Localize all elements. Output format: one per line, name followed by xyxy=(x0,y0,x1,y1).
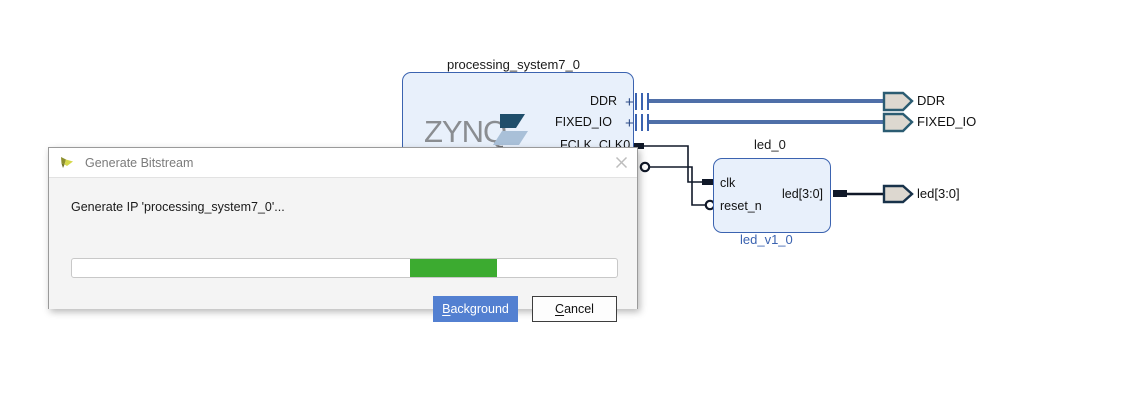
bus-expander-ddr-icon[interactable]: + xyxy=(625,94,634,111)
bus-marker-fixed-io xyxy=(635,114,649,131)
block-led-0[interactable] xyxy=(713,158,831,233)
cancel-button-label: ancel xyxy=(564,302,594,316)
external-port-ddr-shape xyxy=(882,91,914,112)
pin-label-fixed-io: FIXED_IO xyxy=(555,115,612,129)
bus-expander-fixed-io-icon[interactable]: + xyxy=(625,115,634,132)
background-button-label: ackground xyxy=(450,302,509,316)
wire-led-out xyxy=(833,190,884,197)
pin-label-led-out: led[3:0] xyxy=(782,187,824,201)
progress-bar xyxy=(71,258,618,278)
dialog-title: Generate Bitstream xyxy=(85,155,194,170)
bus-marker-ddr xyxy=(635,93,649,110)
background-button-mnemonic: B xyxy=(442,302,451,316)
block-title-led-0: led_0 xyxy=(754,137,786,152)
wire-fclk-clk0-to-clk xyxy=(632,143,714,185)
pin-label-clk: clk xyxy=(720,176,736,190)
close-icon[interactable] xyxy=(611,152,631,172)
pin-label-ddr: DDR xyxy=(590,94,618,108)
block-sublabel-led-v1-0: led_v1_0 xyxy=(740,232,793,247)
block-title-processing-system7-0: processing_system7_0 xyxy=(447,57,580,72)
zynq-logo-icon: ZYNQ xyxy=(424,112,542,156)
zynq-logo-text: ZYNQ xyxy=(424,114,507,149)
wire-reset-n xyxy=(639,161,716,211)
progress-bar-chunk xyxy=(409,259,498,277)
progress-message: Generate IP 'processing_system7_0'... xyxy=(71,200,285,214)
vivado-logo-icon xyxy=(61,156,73,168)
external-port-label-fixed-io[interactable]: FIXED_IO xyxy=(917,114,977,129)
external-port-label-led[interactable]: led[3:0] xyxy=(917,186,960,201)
external-port-label-ddr[interactable]: DDR xyxy=(917,93,946,108)
external-port-fixed-io-shape xyxy=(882,112,914,133)
generate-bitstream-dialog[interactable]: Generate Bitstream Generate IP 'processi… xyxy=(48,147,638,322)
dialog-titlebar[interactable]: Generate Bitstream xyxy=(49,148,637,178)
external-port-led-shape xyxy=(882,184,914,204)
pin-label-reset-n: reset_n xyxy=(720,199,762,213)
cancel-button-mnemonic: C xyxy=(555,302,565,316)
